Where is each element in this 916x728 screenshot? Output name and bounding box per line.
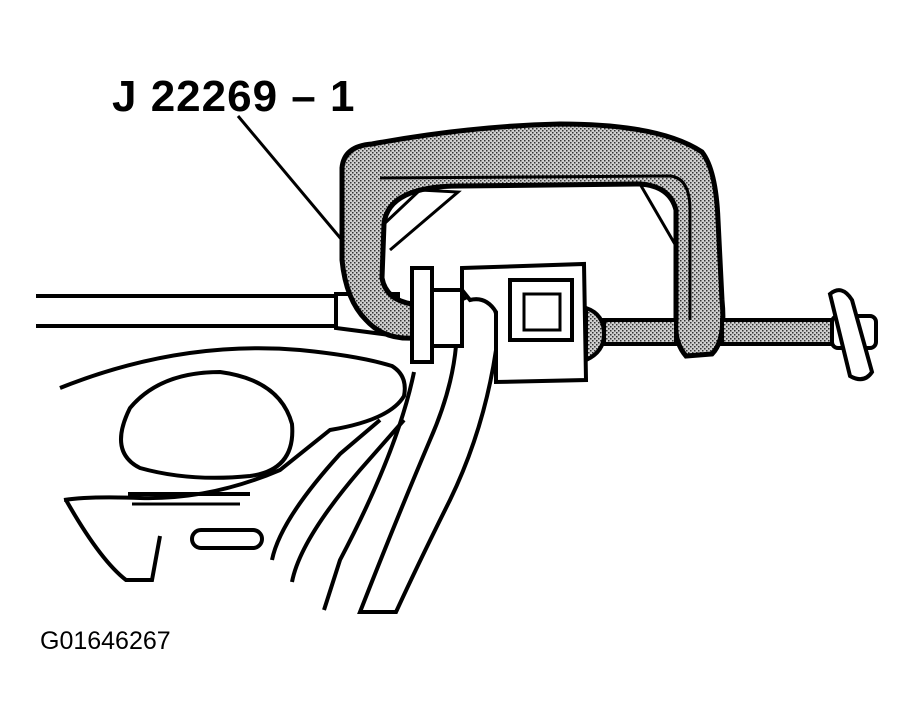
leader-line — [236, 115, 354, 253]
pressing-disc — [410, 266, 434, 364]
figure-id-label: G01646267 — [40, 627, 171, 655]
adapter-inner-window — [522, 292, 562, 332]
lower-slot — [190, 528, 264, 550]
screw-swivel-pad — [584, 305, 607, 364]
knuckle-lower-outline — [59, 346, 407, 502]
clamp-inner-frame-line — [379, 174, 692, 320]
clamp-inner-bevel-right — [638, 183, 678, 247]
knuckle-opening — [119, 369, 295, 480]
mid-contour-2 — [290, 418, 406, 583]
mid-contour-1 — [270, 418, 382, 561]
stud-edge-line — [322, 371, 416, 611]
forcing-screw-right — [720, 318, 834, 346]
clamp-inner-bevel-left — [382, 188, 462, 252]
t-handle — [827, 288, 875, 382]
tool-number-label: J 22269 – 1 — [112, 72, 356, 121]
pressing-disc-hub — [430, 288, 464, 348]
forcing-screw-left — [602, 318, 678, 346]
lower-left-contour — [64, 499, 162, 582]
